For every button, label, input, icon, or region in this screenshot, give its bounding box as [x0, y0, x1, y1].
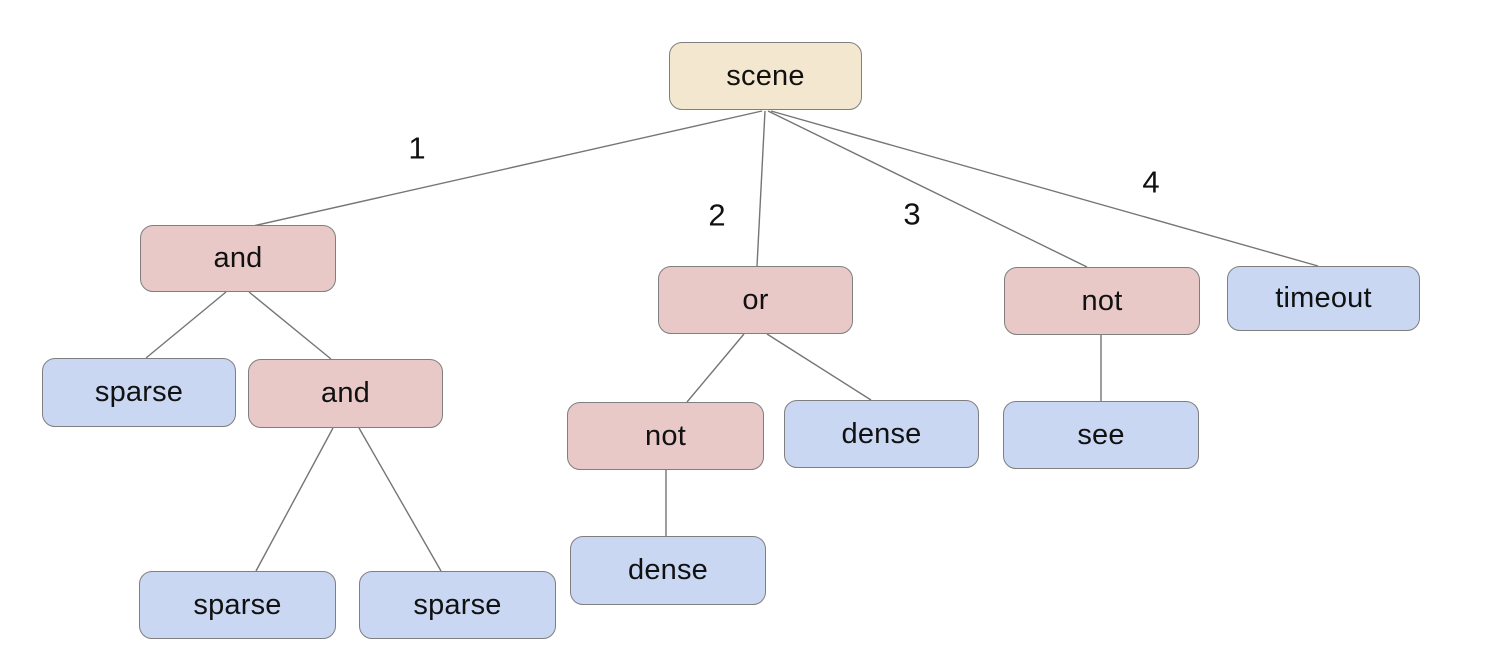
- node-see: see: [1003, 401, 1199, 469]
- node-not-2: not: [567, 402, 764, 470]
- edge-label-2: 2: [708, 197, 726, 233]
- edge-label-3: 3: [903, 196, 921, 232]
- edge-label-4: 4: [1142, 164, 1160, 200]
- node-timeout: timeout: [1227, 266, 1420, 331]
- edge-and2-sparse: [255, 427, 334, 572]
- edge-and2-sparse2: [358, 427, 442, 572]
- node-or: or: [658, 266, 853, 334]
- node-dense-2: dense: [570, 536, 766, 605]
- node-sparse-2: sparse: [139, 571, 336, 639]
- edge-scene-timeout: [770, 110, 1319, 267]
- edge-scene-not: [767, 110, 1088, 268]
- node-dense-1: dense: [784, 400, 979, 468]
- edge-or-not: [686, 333, 745, 403]
- node-not-1: not: [1004, 267, 1200, 335]
- node-sparse-3: sparse: [359, 571, 556, 639]
- edge-or-dense: [766, 333, 872, 401]
- edge-scene-or: [756, 110, 766, 267]
- node-and-2: and: [248, 359, 443, 428]
- edge-and-sparse: [145, 291, 227, 359]
- edge-scene-and: [252, 110, 763, 227]
- edge-and-and: [248, 291, 332, 360]
- node-scene-root: scene: [669, 42, 862, 110]
- edge-label-1: 1: [408, 130, 426, 166]
- node-and-1: and: [140, 225, 336, 292]
- node-sparse-1: sparse: [42, 358, 236, 427]
